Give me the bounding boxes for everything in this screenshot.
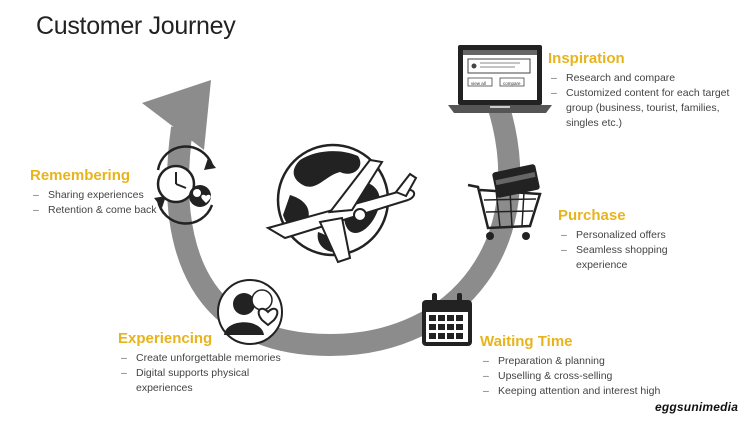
stage-inspiration: Inspiration Research and compare Customi… [548, 50, 738, 131]
stage-purchase: Purchase Personalized offers Seamless sh… [558, 207, 738, 273]
stage-title: Inspiration [548, 50, 625, 67]
stage-items: Sharing experiences Retention & come bac… [30, 188, 180, 218]
cycle-arrowhead [142, 80, 211, 150]
calendar-icon [422, 293, 472, 346]
stage-title: Purchase [558, 207, 626, 224]
laptop-button-1: view all [471, 81, 486, 86]
people-heart-icon [217, 279, 283, 345]
brand-logo: eggsunimedia [655, 400, 739, 414]
shopping-cart-icon [467, 164, 542, 240]
stage-remembering: Remembering Sharing experiences Retentio… [30, 167, 180, 218]
list-item: Upselling & cross-selling [480, 369, 680, 384]
laptop-icon: view all compare [448, 45, 552, 113]
list-item: Retention & come back [30, 203, 180, 218]
stage-title: Experiencing [118, 330, 213, 347]
stage-items: Personalized offers Seamless shopping ex… [558, 228, 738, 273]
list-item: Sharing experiences [30, 188, 180, 203]
list-item: Preparation & planning [480, 354, 680, 369]
list-item: Digital supports physical experiences [118, 366, 261, 396]
list-item: Personalized offers [558, 228, 738, 243]
laptop-button-2: compare [503, 81, 521, 86]
list-item: Research and compare [548, 71, 738, 86]
list-item: Create unforgettable memories [118, 351, 288, 366]
stage-waiting-time: Waiting Time Preparation & planning Upse… [480, 333, 680, 399]
list-item: Keeping attention and interest high [480, 384, 680, 399]
list-item: Customized content for each target group… [548, 86, 738, 131]
globe-airplane-icon [265, 143, 418, 264]
stage-items: Create unforgettable memories Digital su… [118, 351, 288, 396]
list-item: Seamless shopping experience [558, 243, 691, 273]
stage-title: Waiting Time [480, 333, 573, 350]
page-title: Customer Journey [36, 12, 236, 40]
stage-items: Preparation & planning Upselling & cross… [480, 354, 680, 399]
stage-items: Research and compare Customized content … [548, 71, 738, 131]
cycle-arrow [167, 101, 521, 357]
stage-experiencing: Experiencing Create unforgettable memori… [118, 330, 288, 396]
stage-title: Remembering [30, 167, 131, 184]
